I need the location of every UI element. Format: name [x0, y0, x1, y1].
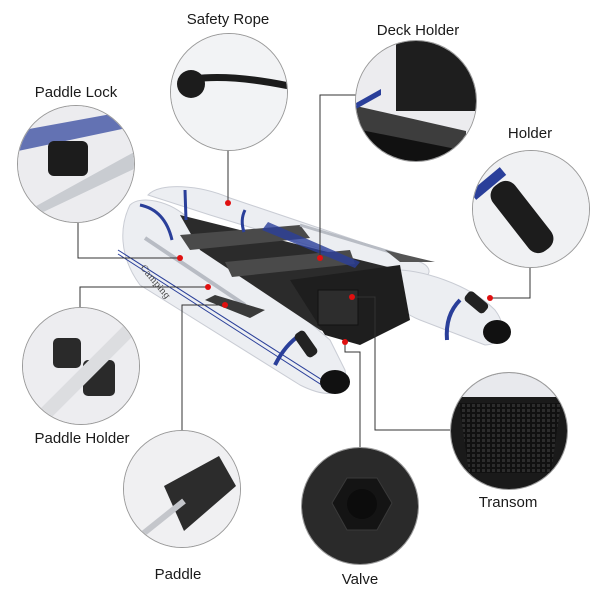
- detail-transom: [450, 372, 568, 490]
- label-paddle-lock: Paddle Lock: [34, 84, 118, 101]
- detail-paddle-holder: [22, 307, 140, 425]
- paddle-holder-icon: [23, 308, 139, 424]
- label-paddle: Paddle: [154, 566, 202, 583]
- valve-icon: [302, 448, 418, 564]
- label-safety-rope: Safety Rope: [186, 11, 270, 28]
- label-holder: Holder: [507, 125, 553, 142]
- label-deck-holder: Deck Holder: [376, 22, 460, 39]
- boat-illustration: Camping: [117, 186, 511, 394]
- leader-lines: [77, 94, 531, 447]
- deck-holder-icon: [356, 41, 476, 161]
- detail-paddle: [123, 430, 241, 548]
- detail-valve: [301, 447, 419, 565]
- transom-grid-icon: [451, 373, 567, 489]
- feature-markers: [177, 200, 493, 345]
- detail-holder: [472, 150, 590, 268]
- detail-deck-holder: [355, 40, 477, 162]
- detail-safety-rope: [170, 33, 288, 151]
- detail-paddle-lock: [17, 105, 135, 223]
- label-valve: Valve: [341, 571, 379, 588]
- paddle-lock-icon: [18, 106, 134, 222]
- rope-icon: [171, 34, 287, 150]
- handle-icon: [473, 151, 589, 267]
- label-paddle-holder: Paddle Holder: [34, 430, 130, 447]
- paddle-blade-icon: [124, 431, 240, 547]
- label-transom: Transom: [478, 494, 538, 511]
